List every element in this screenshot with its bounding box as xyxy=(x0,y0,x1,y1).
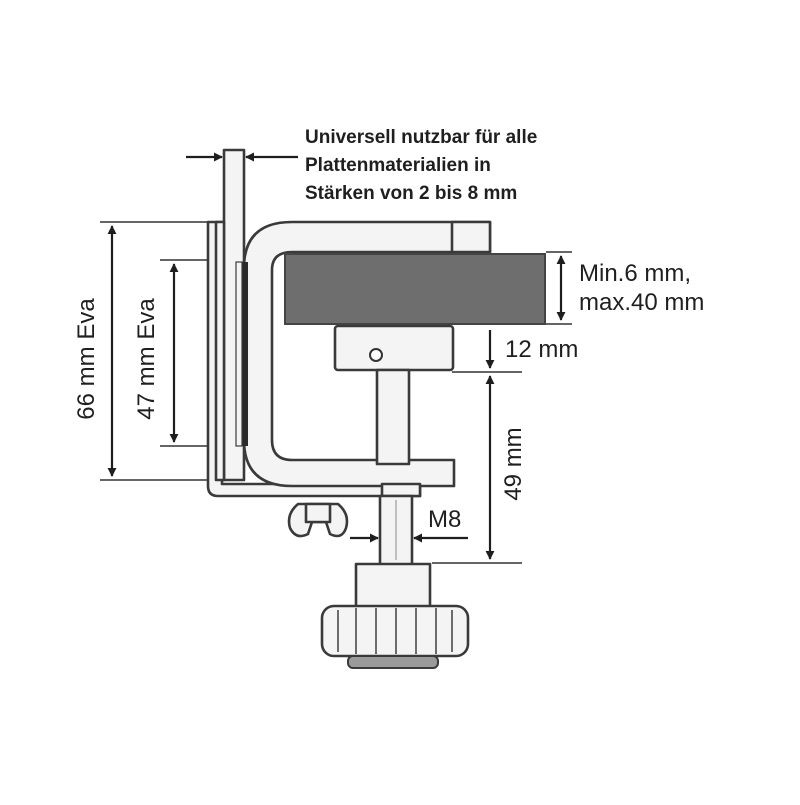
dim-49mm-label: 49 mm xyxy=(500,427,527,500)
thread-m8-label: M8 xyxy=(428,506,461,533)
dim-12mm-label: 12 mm xyxy=(505,336,578,363)
extension-lines xyxy=(100,221,572,564)
dimension-arrows xyxy=(107,225,566,560)
panel-thickness-label-1: Min.6 mm, xyxy=(579,260,691,287)
panel-thickness-label-2: max.40 mm xyxy=(579,289,704,316)
clamp-frame xyxy=(206,220,492,498)
spindle xyxy=(375,368,422,568)
note-line-1: Universell nutzbar für alle xyxy=(305,127,537,148)
dim-66-eva-label: 66 mm Eva xyxy=(73,298,100,420)
wing-nut xyxy=(287,502,349,538)
note-line-3: Stärken von 2 bis 8 mm xyxy=(305,183,517,204)
note-line-2: Plattenmaterialien in xyxy=(305,155,491,176)
clamped-board xyxy=(284,253,546,325)
knurled-knob xyxy=(320,562,470,669)
dim-47-eva-label: 47 mm Eva xyxy=(133,298,160,420)
pressure-pad xyxy=(333,324,455,372)
